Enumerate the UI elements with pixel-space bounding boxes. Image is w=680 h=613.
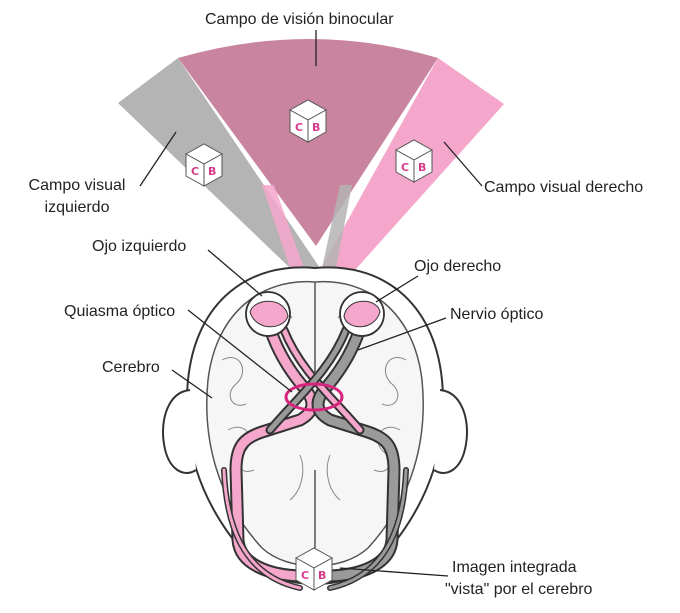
label-integrated-image-line1: Imagen integrada xyxy=(452,558,577,578)
cube-binocular-letter-b: B xyxy=(312,121,320,134)
label-optic-chiasm: Quiasma óptico xyxy=(64,302,175,322)
label-left-eye: Ojo izquierdo xyxy=(92,237,186,257)
label-right-eye: Ojo derecho xyxy=(414,257,501,277)
cube-binocular-letter-c: C xyxy=(295,121,303,134)
left-eye xyxy=(246,292,290,336)
label-integrated-image-line2: "vista" por el cerebro xyxy=(445,580,592,600)
cube-right-letter-b: B xyxy=(418,161,426,174)
cube-left-letter-b: B xyxy=(208,165,216,178)
cube-right-letter-c: C xyxy=(401,161,409,174)
right-eye xyxy=(340,292,384,336)
label-optic-nerve: Nervio óptico xyxy=(450,305,543,325)
cube-integrated-letter-b: B xyxy=(318,569,326,582)
label-left-field-line2: izquierdo xyxy=(12,198,142,218)
label-binocular-field: Campo de visión binocular xyxy=(205,10,394,30)
label-right-field: Campo visual derecho xyxy=(484,178,643,198)
cube-integrated-letter-c: C xyxy=(301,569,309,582)
cube-left-letter-c: C xyxy=(191,165,199,178)
label-brain: Cerebro xyxy=(102,358,160,378)
label-left-field-line1: Campo visual xyxy=(12,176,142,196)
